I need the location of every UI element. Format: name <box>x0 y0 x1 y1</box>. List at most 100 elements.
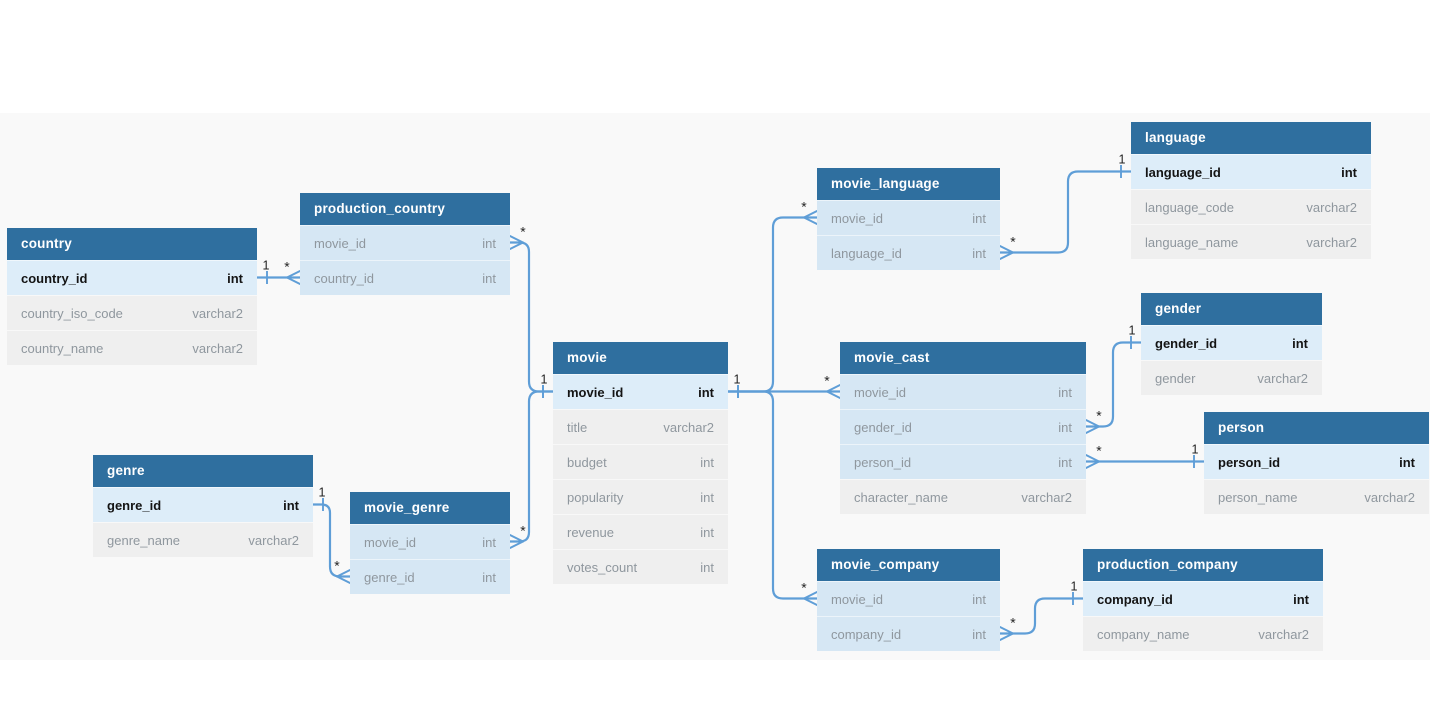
entity-header[interactable]: gender <box>1141 293 1322 325</box>
relationship-movie-movie_cast[interactable]: 1* <box>728 373 841 399</box>
column-name: movie_id <box>567 384 624 400</box>
relationship-line[interactable] <box>510 390 553 543</box>
column-name: country_iso_code <box>21 305 123 321</box>
column-name: company_id <box>831 626 902 642</box>
crow-foot-icon <box>509 235 524 244</box>
entity-header[interactable]: production_country <box>300 193 510 225</box>
column-type: varchar2 <box>1021 489 1072 505</box>
column-name: character_name <box>854 489 948 505</box>
relationship-production_company-movie_company[interactable]: 1* <box>999 580 1083 641</box>
column-name: revenue <box>567 524 614 540</box>
crow-foot-icon <box>1085 419 1100 428</box>
entity-header[interactable]: country <box>7 228 257 260</box>
column-row-character_name[interactable]: character_name varchar2 <box>840 479 1086 514</box>
column-row-language_id[interactable]: language_id int <box>817 235 1000 270</box>
relationship-person-movie_cast[interactable]: 1* <box>1085 443 1204 469</box>
column-type: int <box>482 569 496 585</box>
entity-header[interactable]: language <box>1131 122 1371 154</box>
relationship-movie-production_country[interactable]: 1* <box>509 224 553 399</box>
relationship-gender-movie_cast[interactable]: 1* <box>1085 324 1141 434</box>
column-type: varchar2 <box>1257 370 1308 386</box>
column-type: varchar2 <box>192 340 243 356</box>
relationship-line[interactable] <box>728 216 817 393</box>
entity-header[interactable]: movie <box>553 342 728 374</box>
crow-foot-icon <box>826 390 841 399</box>
entity-header[interactable]: movie_language <box>817 168 1000 200</box>
entity-header[interactable]: movie_genre <box>350 492 510 524</box>
relationship-line[interactable] <box>510 241 553 393</box>
relationship-line[interactable] <box>728 390 817 600</box>
relationship-movie-movie_genre[interactable]: * <box>509 385 553 549</box>
relationship-language-movie_language[interactable]: 1* <box>999 153 1131 260</box>
relationship-movie-movie_language[interactable]: * <box>728 199 818 399</box>
relationship-genre-movie_genre[interactable]: 1* <box>313 486 351 584</box>
column-name: language_id <box>831 245 902 261</box>
column-type: varchar2 <box>1306 199 1357 215</box>
relationship-line[interactable] <box>1086 341 1141 428</box>
entity-header[interactable]: movie_company <box>817 549 1000 581</box>
entity-header[interactable]: genre <box>93 455 313 487</box>
relationship-country-production_country[interactable]: 1* <box>257 259 301 285</box>
cardinality-label-many: * <box>801 580 807 596</box>
entity-name: person <box>1218 420 1265 436</box>
relationship-line[interactable] <box>313 503 350 578</box>
column-type: int <box>972 245 986 261</box>
relationship-movie-movie_company[interactable]: * <box>728 385 818 606</box>
column-name: company_id <box>1097 591 1173 607</box>
entity-header[interactable]: movie_cast <box>840 342 1086 374</box>
entity-header[interactable]: production_company <box>1083 549 1323 581</box>
relationship-line[interactable] <box>1000 597 1083 635</box>
crow-foot-icon <box>509 241 524 250</box>
entity-name: production_company <box>1097 557 1238 573</box>
crow-foot-icon <box>1085 454 1100 463</box>
entity-name: movie <box>567 350 608 366</box>
column-type: int <box>1058 384 1072 400</box>
entity-header[interactable]: person <box>1204 412 1429 444</box>
crow-foot-icon <box>509 534 524 543</box>
relationship-line[interactable] <box>1000 170 1131 254</box>
